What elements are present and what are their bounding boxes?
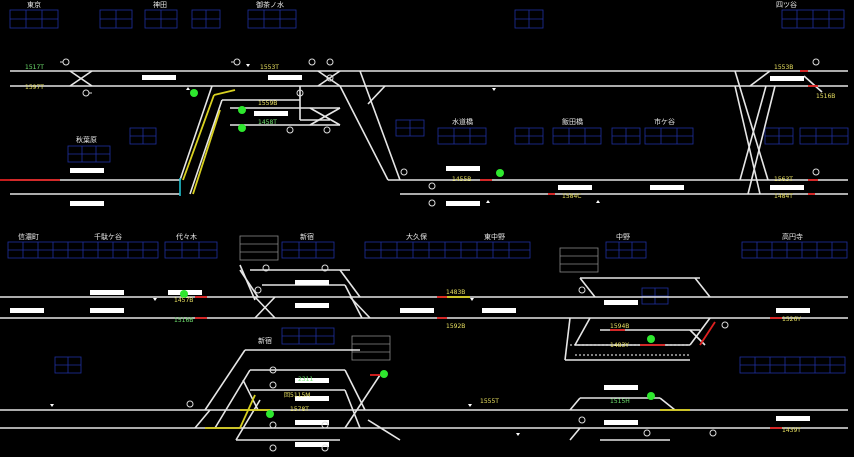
bottom-tracks (0, 264, 848, 441)
train-tag[interactable]: 1458T (258, 119, 277, 126)
signal-lamp[interactable] (238, 106, 246, 114)
station-label-okubo: 大久保 (406, 232, 427, 241)
clear-signal-lamps (180, 89, 655, 418)
train-tag[interactable]: 1584C (562, 193, 581, 200)
train-tag[interactable]: 1555T (480, 398, 499, 405)
signal-glyphs (60, 58, 820, 452)
direction-markers (50, 64, 600, 436)
train-tag[interactable]: 1516B (174, 317, 193, 324)
station-label-akihabara: 秋葉原 (76, 135, 97, 144)
station-label-tokyo: 東京 (27, 0, 41, 9)
train-tag[interactable]: 1483Y (610, 342, 629, 349)
train-tag[interactable]: 1439T (782, 427, 801, 434)
station-label-nakano: 中野 (616, 232, 630, 241)
signal-lamp[interactable] (647, 335, 655, 343)
station-labels-top: 東京 神田 御茶ノ水 四ツ谷 水道橋 飯田橋 市ケ谷 秋葉原 (27, 0, 797, 144)
signal-lamp[interactable] (496, 169, 504, 177)
train-tag[interactable]: 1484T (774, 193, 793, 200)
station-label-shinjuku-2: 新宿 (258, 336, 272, 345)
train-tag[interactable]: 1553T (260, 64, 279, 71)
train-tag[interactable]: 2311 (298, 376, 313, 383)
train-tag[interactable]: 1592B (446, 323, 465, 330)
train-tag[interactable]: 1553B (774, 64, 793, 71)
station-label-ochanomizu: 御茶ノ水 (256, 0, 284, 9)
station-label-koenji: 高円寺 (782, 232, 803, 241)
top-tracks (0, 70, 848, 196)
station-label-higashinakano: 東中野 (484, 232, 505, 241)
train-tag[interactable]: 1559B (258, 100, 277, 107)
signal-lamp[interactable] (238, 124, 246, 132)
hatched-boxes (239, 235, 599, 361)
train-tag[interactable]: 回5115M (284, 392, 310, 399)
indicator-panels (7, 9, 849, 374)
track-blocks (10, 75, 810, 447)
signal-lamp[interactable] (380, 370, 388, 378)
station-label-suidobashi: 水道橋 (452, 117, 473, 126)
train-tag[interactable]: 1483B (446, 289, 465, 296)
station-label-kanda: 神田 (153, 0, 167, 9)
train-tag[interactable]: 1516B (816, 93, 835, 100)
train-tag[interactable]: 1563T (774, 176, 793, 183)
train-tag[interactable]: 1515H (610, 398, 630, 405)
signal-lamp[interactable] (190, 89, 198, 97)
station-label-shinanomachi: 信濃町 (18, 232, 39, 241)
station-label-iidabashi: 飯田橋 (562, 117, 583, 126)
station-label-yoyogi: 代々木 (176, 232, 197, 241)
signal-lamp[interactable] (180, 290, 188, 298)
train-tag[interactable]: 1597T (25, 84, 44, 91)
train-tag[interactable]: 1578T (290, 406, 309, 413)
train-tag[interactable]: 1526Y (782, 316, 801, 323)
signal-lamp[interactable] (647, 392, 655, 400)
station-label-yotsuya: 四ツ谷 (776, 0, 797, 9)
train-number-tags: 1517T 1597T 1553T 1559B 1458T 1455B 1584… (25, 64, 835, 434)
station-labels-bottom: 信濃町 千駄ケ谷 代々木 新宿 大久保 東中野 中野 高円寺 新宿 (18, 232, 803, 345)
station-label-ichigaya: 市ケ谷 (654, 117, 675, 126)
station-label-sendagaya: 千駄ケ谷 (94, 232, 122, 241)
train-tag[interactable]: 1594B (610, 323, 629, 330)
train-tag[interactable]: 1455B (452, 176, 471, 183)
train-tag[interactable]: 1457B (174, 297, 193, 304)
train-tag[interactable]: 1517T (25, 64, 44, 71)
station-label-shinjuku: 新宿 (300, 232, 314, 241)
signal-lamp[interactable] (266, 410, 274, 418)
